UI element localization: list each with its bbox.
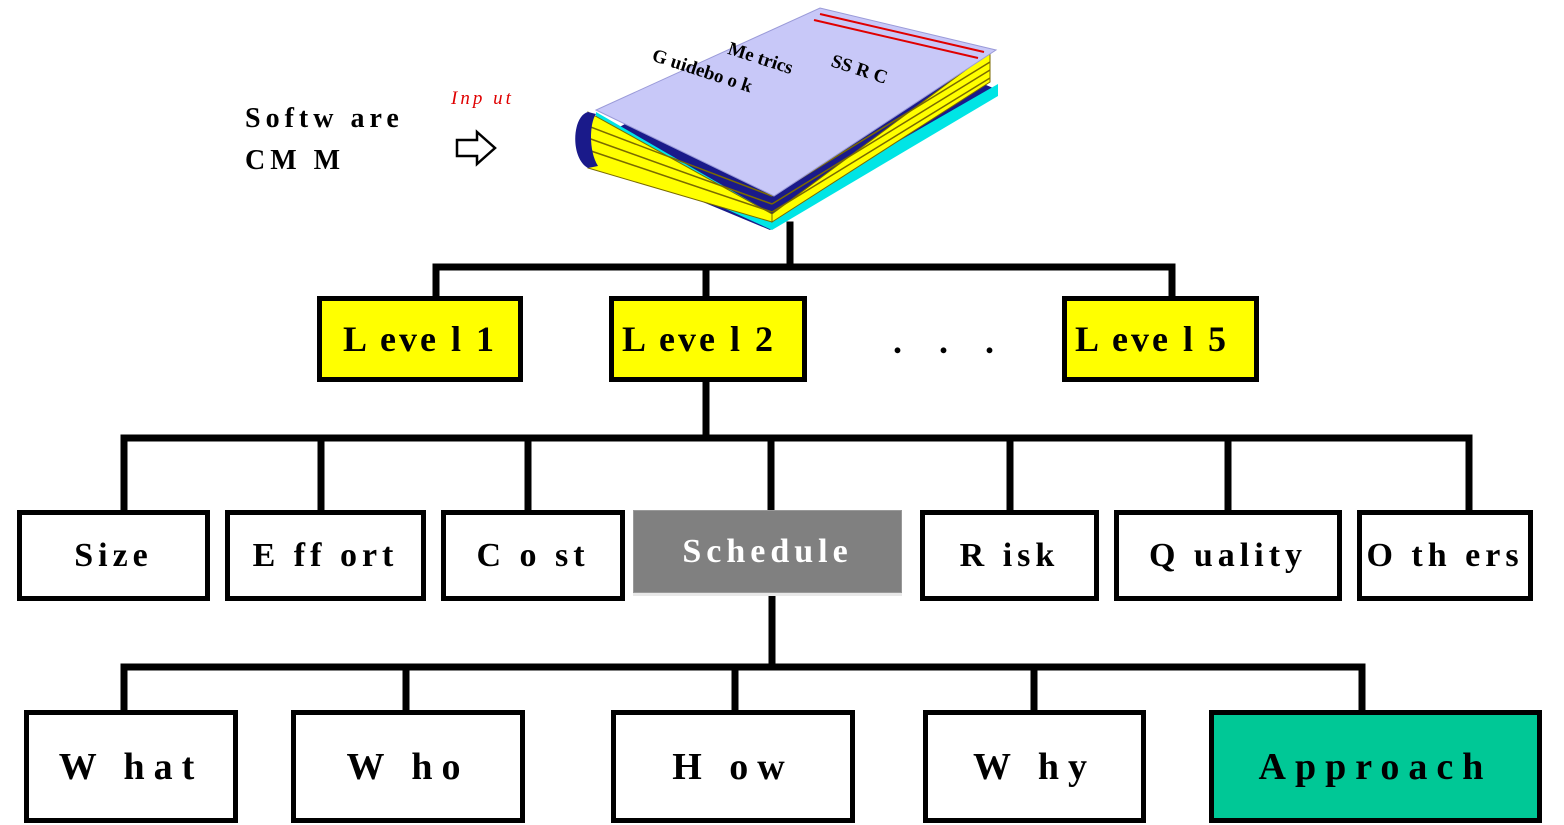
software-cmm-line-2: CM M (245, 145, 346, 176)
input-label: Inp ut (451, 88, 514, 109)
subtopic-how: H ow (611, 710, 855, 823)
category-others: O th ers (1357, 510, 1533, 601)
connectors (120, 221, 1473, 714)
right-outline-arrow-icon (455, 129, 497, 167)
subtopic-what: W hat (24, 710, 238, 823)
category-quality: Q uality (1114, 510, 1342, 601)
software-cmm-label: Softw are CM M (245, 98, 404, 182)
category-effort: E ff ort (225, 510, 426, 601)
category-cost: C o st (441, 510, 625, 601)
levels-ellipsis: . . . (893, 321, 1008, 361)
category-risk: R isk (920, 510, 1099, 601)
subtopic-who: W ho (291, 710, 525, 823)
category-size: Size (17, 510, 210, 601)
category-schedule: Schedule (633, 510, 902, 596)
level-5-box: L eve l 5 (1062, 296, 1259, 382)
subtopic-approach: Approach (1209, 710, 1542, 823)
software-cmm-line-1: Softw are (245, 103, 404, 134)
book-icon: SS R C Me trics G uidebo o k (575, 7, 998, 230)
subtopic-why: W hy (923, 710, 1146, 823)
level-2-box: L eve l 2 (609, 296, 807, 382)
level-1-box: L eve l 1 (317, 296, 523, 382)
